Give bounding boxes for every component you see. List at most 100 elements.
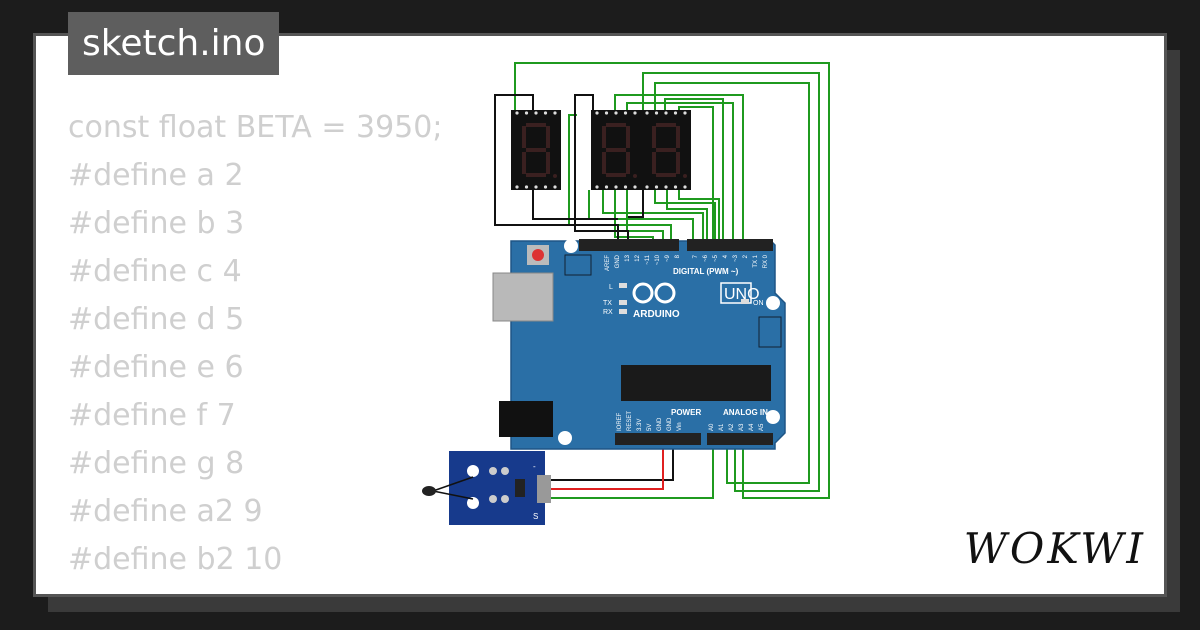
wire xyxy=(678,106,714,243)
wire xyxy=(626,102,734,243)
arduino-logo xyxy=(654,282,676,304)
pin-label: GND xyxy=(667,417,673,431)
display-dot xyxy=(553,174,557,178)
display-pin xyxy=(543,111,548,115)
header-top-left xyxy=(579,239,679,251)
pin-label: RESET xyxy=(627,411,633,431)
header-power xyxy=(615,433,701,445)
pin-label: 4 xyxy=(723,254,729,258)
display-pin xyxy=(595,111,599,115)
reset-button-cap[interactable] xyxy=(532,249,544,261)
display-segment xyxy=(676,126,680,148)
sensor-resistor xyxy=(515,479,525,497)
pin-label: 5V xyxy=(647,424,653,431)
display-pin xyxy=(673,185,678,189)
display-pin xyxy=(595,185,599,189)
power-jack xyxy=(499,401,553,437)
display-segment xyxy=(546,126,550,148)
pin-label: 13 xyxy=(625,254,631,261)
display-segment xyxy=(606,148,626,152)
sensor-hole xyxy=(467,465,479,477)
sensor-hole xyxy=(467,497,479,509)
pin-label: ~3 xyxy=(733,254,739,262)
header-top-right xyxy=(687,239,773,251)
thermistor-lead xyxy=(432,490,474,500)
display-segment xyxy=(526,173,546,177)
display-pin xyxy=(633,111,637,115)
sensor-minus-label: - xyxy=(533,462,536,471)
display-pin xyxy=(524,185,529,189)
arduino-brand: ARDUINO xyxy=(633,309,680,320)
sensor-pins xyxy=(537,475,551,503)
mount-hole xyxy=(766,410,780,424)
display-pin xyxy=(553,185,557,189)
usb-port xyxy=(492,272,554,322)
wire xyxy=(628,190,644,218)
wire xyxy=(666,190,708,243)
display-pin xyxy=(623,185,628,189)
display-pin xyxy=(534,185,538,189)
pin-label: A4 xyxy=(749,423,755,431)
thermistor-bead xyxy=(422,486,436,496)
pin-label: A5 xyxy=(759,423,765,431)
pin-label: A3 xyxy=(739,423,745,431)
display-pin xyxy=(553,111,557,115)
display-pin xyxy=(534,111,538,115)
sensor-pad xyxy=(489,495,497,503)
pin-label: Vin xyxy=(677,422,683,431)
pin-label: ~11 xyxy=(645,254,651,264)
display-segment xyxy=(522,126,526,148)
sensor-signal-label: S xyxy=(533,512,538,521)
atmega-chip xyxy=(621,365,771,401)
display-segment xyxy=(656,123,676,127)
wire xyxy=(532,190,618,220)
pin-label: 8 xyxy=(675,254,681,258)
display-segment xyxy=(522,152,526,174)
wire xyxy=(551,439,664,490)
pin-label: GND xyxy=(615,254,621,268)
led-label-rx: RX xyxy=(603,309,613,316)
display-segment xyxy=(602,126,606,148)
icsp-header-2 xyxy=(758,316,782,348)
arduino-uno-board[interactable]: ARDUINO UNO DIGITAL (PWM ~) POWER ANALOG… xyxy=(492,239,786,450)
display-segment xyxy=(652,152,656,174)
sensor-pcb xyxy=(449,451,545,525)
pin-label: A2 xyxy=(729,423,735,431)
digital-label: DIGITAL (PWM ~) xyxy=(673,267,739,276)
wire xyxy=(514,62,830,499)
pin-label: AREF xyxy=(605,255,611,271)
display-pin xyxy=(673,111,678,115)
code-line: #define f 7 xyxy=(68,398,236,433)
pin-label: ~9 xyxy=(665,254,671,262)
display-pin xyxy=(645,185,649,189)
wires xyxy=(494,62,830,499)
wire xyxy=(551,439,714,499)
uno-badge xyxy=(720,282,752,304)
wire xyxy=(574,94,629,243)
display-segment xyxy=(606,123,626,127)
circuit-diagram: ARDUINO UNO DIGITAL (PWM ~) POWER ANALOG… xyxy=(422,62,830,525)
code-line: #define b 3 xyxy=(68,206,245,241)
wire xyxy=(551,439,674,481)
preview-frame: const float BETA = 3950;#define a 2#defi… xyxy=(33,33,1167,597)
display-pin xyxy=(654,185,659,189)
display-dot xyxy=(683,174,687,178)
display-pin xyxy=(645,111,649,115)
code-preview: const float BETA = 3950;#define a 2#defi… xyxy=(68,104,443,594)
display-segment xyxy=(526,123,546,127)
analog-label: ANALOG IN xyxy=(723,408,768,417)
display-pin xyxy=(683,185,687,189)
file-tab[interactable]: sketch.ino xyxy=(68,12,280,75)
pin-label: TX 1 xyxy=(753,254,759,267)
ntc-temperature-sensor[interactable]: - S xyxy=(422,451,551,525)
wire xyxy=(588,190,694,243)
display-pin xyxy=(683,111,687,115)
display-pin xyxy=(543,185,548,189)
wire xyxy=(678,190,720,243)
display-segment xyxy=(656,173,676,177)
sensor-pad xyxy=(489,467,497,475)
code-line: #define c2 11 xyxy=(68,584,442,594)
wokwi-logo: WOKWI xyxy=(963,524,1146,573)
code-line: const float BETA = 3950; xyxy=(68,110,443,145)
